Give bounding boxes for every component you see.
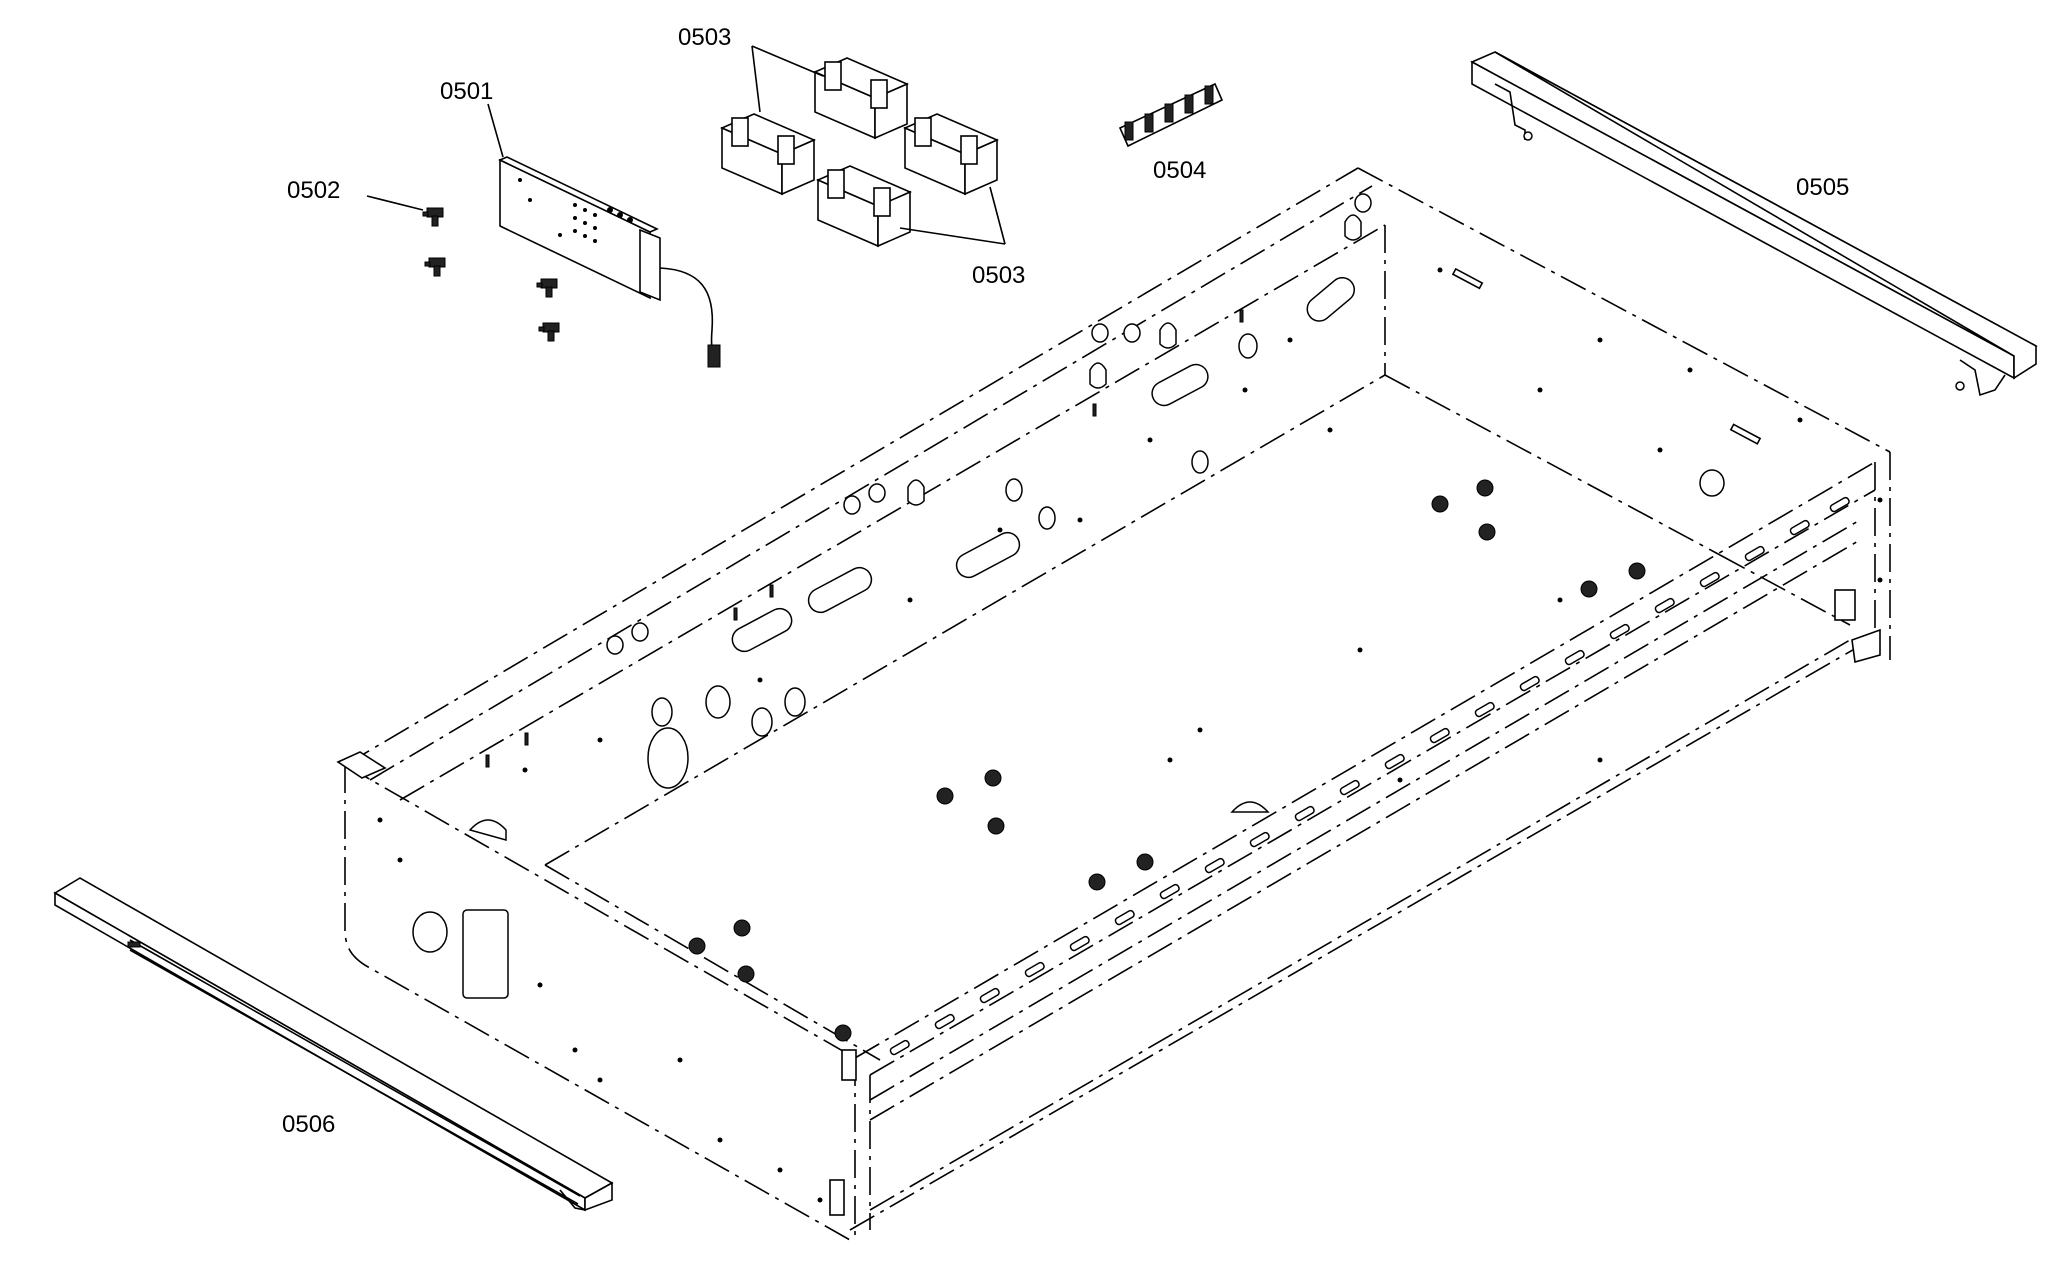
floor-feet bbox=[688, 479, 1646, 1042]
leader-line-0503b-1 bbox=[989, 186, 1006, 245]
part-label-0503-top: 0503 bbox=[678, 24, 731, 51]
leader-line-0502 bbox=[366, 195, 424, 211]
side-wall-openings bbox=[412, 801, 1270, 999]
terminal-brackets-0503 bbox=[719, 57, 1000, 248]
back-wall-openings bbox=[606, 193, 1725, 789]
leader-line-0503a-1 bbox=[751, 45, 761, 113]
part-label-0506: 0506 bbox=[282, 1111, 335, 1138]
part-label-0505: 0505 bbox=[1796, 174, 1849, 201]
part-label-0502: 0502 bbox=[287, 177, 340, 204]
control-board-0501 bbox=[498, 156, 721, 368]
chassis-body bbox=[336, 167, 1891, 1241]
part-label-0504: 0504 bbox=[1153, 157, 1206, 184]
rivet-dots bbox=[377, 267, 1883, 1203]
leader-line-0501 bbox=[487, 103, 504, 158]
push-fasteners-0502 bbox=[422, 207, 560, 342]
leader-line-0503b-2 bbox=[899, 227, 1006, 245]
rear-rail-0505 bbox=[1470, 51, 2038, 397]
leader-line-0503a-2 bbox=[751, 45, 824, 77]
part-label-0501: 0501 bbox=[440, 78, 493, 105]
small-slot-marks bbox=[485, 267, 1762, 768]
part-label-0503-bottom: 0503 bbox=[972, 262, 1025, 289]
front-rail-0506 bbox=[53, 877, 614, 1212]
clip-0504 bbox=[1118, 82, 1224, 148]
front-rail-slots bbox=[889, 496, 1850, 1056]
